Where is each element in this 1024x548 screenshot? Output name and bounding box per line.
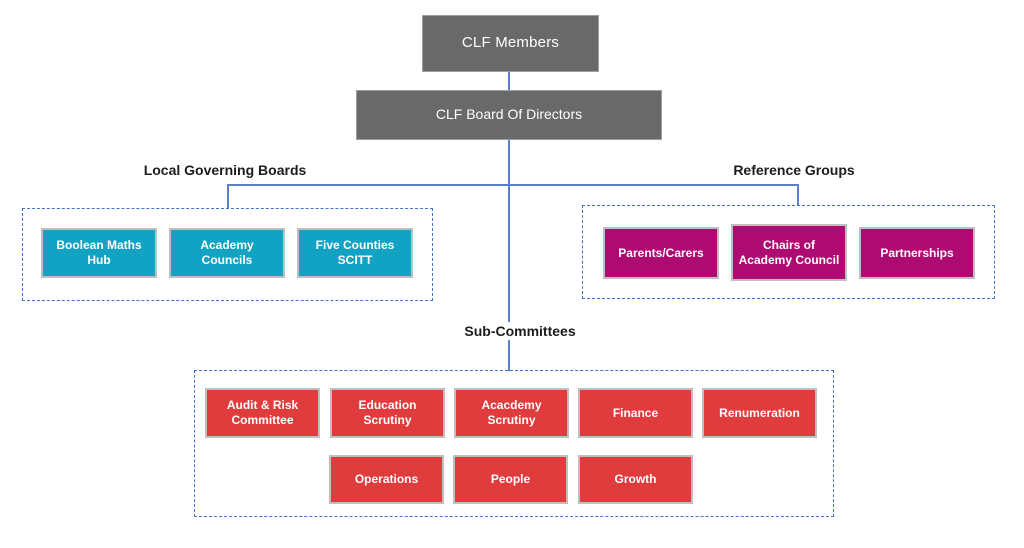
group-reference-groups — [582, 205, 995, 299]
connector-drop-left — [227, 184, 229, 209]
connector-horizontal — [227, 184, 799, 186]
node-academy-councils: Academy Councils — [169, 228, 285, 278]
node-audit-risk-committee: Audit & Risk Committee — [205, 388, 320, 438]
group-sub-committees — [194, 370, 834, 517]
label-local-governing-boards: Local Governing Boards — [143, 162, 307, 178]
node-education-scrutiny: Education Scrutiny — [330, 388, 445, 438]
label-reference-groups: Reference Groups — [733, 162, 855, 178]
node-clf-members: CLF Members — [422, 15, 599, 72]
node-growth: Growth — [578, 455, 693, 504]
connector-drop-right — [797, 184, 799, 206]
connector-members-board — [508, 72, 510, 91]
label-sub-committees: Sub-Committees — [429, 322, 611, 340]
connector-drop-center — [508, 184, 510, 371]
node-parents-carers: Parents/Carers — [603, 227, 719, 279]
connector-board-down — [508, 140, 510, 186]
node-people: People — [453, 455, 568, 504]
group-local-governing-boards — [22, 208, 433, 301]
node-partnerships: Partnerships — [859, 227, 975, 279]
node-operations: Operations — [329, 455, 444, 504]
node-boolean-maths-hub: Boolean Maths Hub — [41, 228, 157, 278]
node-academy-scrutiny: Acacdemy Scrutiny — [454, 388, 569, 438]
node-five-counties-scitt: Five Counties SCITT — [297, 228, 413, 278]
node-renumeration: Renumeration — [702, 388, 817, 438]
node-chairs-of-academy-council: Chairs of Academy Council — [731, 224, 847, 281]
node-finance: Finance — [578, 388, 693, 438]
node-clf-board-of-directors: CLF Board Of Directors — [356, 90, 662, 140]
